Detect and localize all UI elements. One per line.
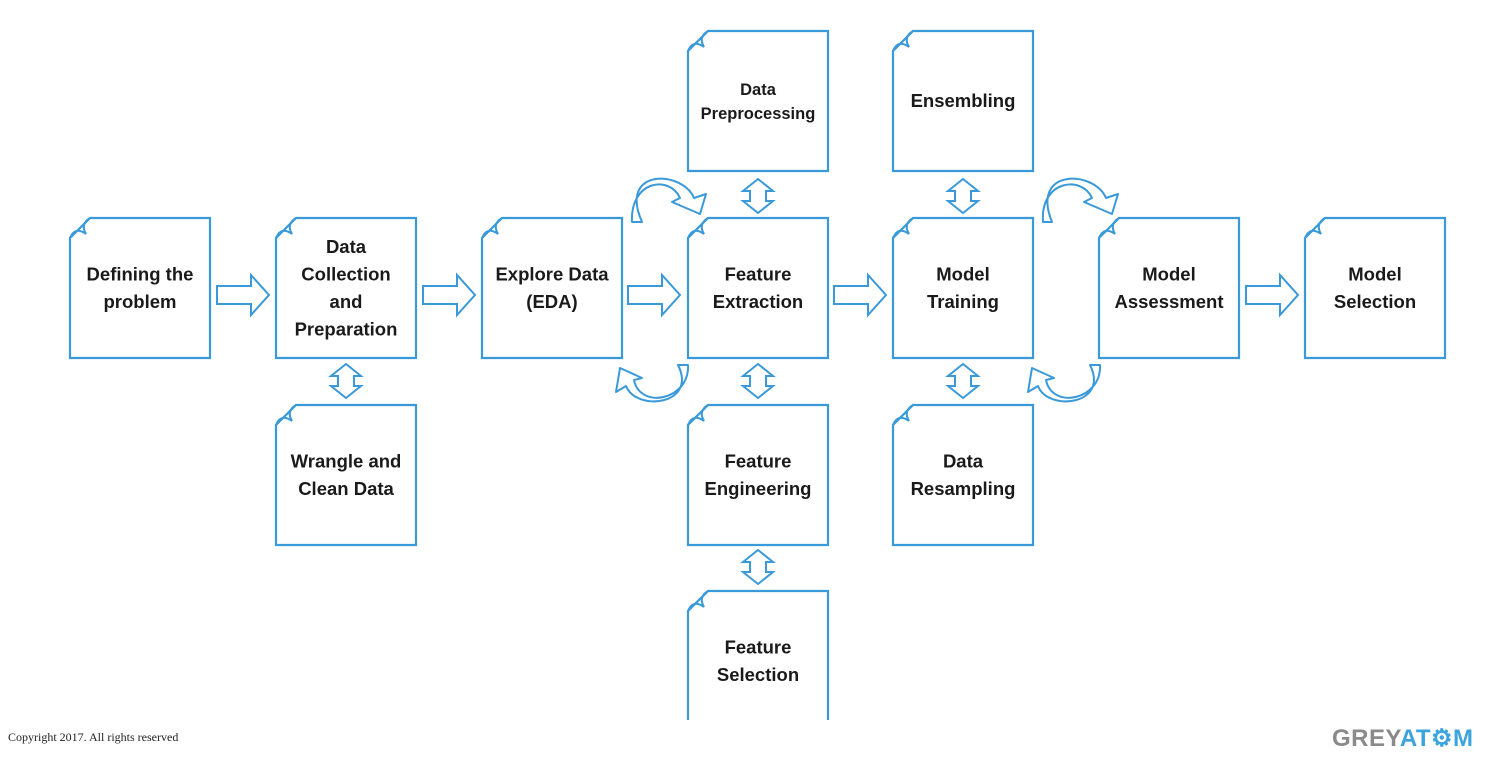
logo-part-at: AT bbox=[1399, 725, 1432, 752]
node-defining: Defining the problem bbox=[68, 216, 212, 360]
node-label-line: Feature bbox=[725, 263, 792, 284]
node-label-line: Data bbox=[326, 236, 367, 257]
right-arrow-icon bbox=[833, 272, 888, 318]
folded-corner-icon bbox=[892, 30, 914, 52]
node-label-line: Preparation bbox=[295, 318, 398, 339]
greyatom-logo: GREYAT⚙M bbox=[1332, 724, 1474, 753]
right-arrow-icon bbox=[216, 272, 271, 318]
node-label-line: Resampling bbox=[911, 478, 1016, 499]
logo-part-grey: GREY bbox=[1332, 725, 1400, 752]
copyright-text: Copyright 2017. All rights reserved bbox=[8, 730, 179, 744]
node-box bbox=[686, 589, 830, 720]
loop-arrow-icon bbox=[615, 364, 690, 403]
node-label-line: problem bbox=[104, 291, 177, 312]
node-box bbox=[1097, 216, 1241, 360]
right-arrow-icon bbox=[1245, 272, 1300, 318]
node-label-line: Ensembling bbox=[911, 90, 1016, 111]
double-arrow-icon bbox=[328, 362, 364, 400]
node-box bbox=[274, 403, 418, 547]
folded-corner-icon bbox=[687, 404, 709, 426]
node-box bbox=[480, 216, 624, 360]
node-label-line: Assessment bbox=[1114, 291, 1223, 312]
node-box bbox=[686, 216, 830, 360]
logo-part-m: M bbox=[1453, 725, 1474, 752]
node-label-line: Feature bbox=[725, 450, 792, 471]
right-arrow-icon bbox=[627, 272, 682, 318]
double-arrow-icon bbox=[945, 177, 981, 215]
folded-corner-icon bbox=[1098, 217, 1120, 239]
atom-icon: ⚙ bbox=[1431, 725, 1454, 752]
right-arrow-icon bbox=[422, 272, 477, 318]
node-label-line: Extraction bbox=[713, 291, 803, 312]
node-label-line: Wrangle and bbox=[291, 450, 402, 471]
node-label-line: Defining the bbox=[87, 263, 194, 284]
node-box bbox=[274, 216, 418, 360]
loop-arrow-icon bbox=[1041, 177, 1119, 223]
folded-corner-icon bbox=[69, 217, 91, 239]
loop-arrow-icon bbox=[630, 177, 707, 223]
folded-corner-icon bbox=[1304, 217, 1326, 239]
node-box bbox=[1303, 216, 1447, 360]
node-label-line: (EDA) bbox=[526, 291, 577, 312]
node-label-line: Model bbox=[936, 263, 989, 284]
node-label-line: Clean Data bbox=[298, 478, 394, 499]
node-ensembling: Ensembling bbox=[891, 29, 1035, 173]
folded-corner-icon bbox=[687, 217, 709, 239]
double-arrow-icon bbox=[740, 362, 776, 400]
folded-corner-icon bbox=[481, 217, 503, 239]
folded-corner-icon bbox=[275, 404, 297, 426]
folded-corner-icon bbox=[275, 217, 297, 239]
node-label-line: Collection bbox=[301, 263, 390, 284]
folded-corner-icon bbox=[892, 217, 914, 239]
double-arrow-icon bbox=[740, 548, 776, 586]
folded-corner-icon bbox=[687, 590, 709, 612]
node-label-line: Selection bbox=[1334, 291, 1416, 312]
node-label-line: Preprocessing bbox=[701, 105, 816, 123]
node-box bbox=[686, 29, 830, 173]
node-label-line: Model bbox=[1348, 263, 1401, 284]
node-label-line: Data bbox=[740, 81, 777, 99]
folded-corner-icon bbox=[687, 30, 709, 52]
connectors-layer bbox=[216, 177, 1300, 586]
node-box bbox=[891, 403, 1035, 547]
node-box bbox=[686, 403, 830, 547]
loop-arrow-icon bbox=[1027, 364, 1102, 403]
ml-workflow-diagram: Defining theproblemDataCollectionandPrep… bbox=[68, 29, 1447, 720]
node-box bbox=[68, 216, 212, 360]
nodes-layer: Defining theproblemDataCollectionandPrep… bbox=[68, 29, 1447, 720]
node-label-line: Explore Data bbox=[495, 263, 609, 284]
folded-corner-icon bbox=[892, 404, 914, 426]
double-arrow-icon bbox=[945, 362, 981, 400]
node-label-line: Data bbox=[943, 450, 984, 471]
node-label-line: and bbox=[330, 291, 363, 312]
node-label-line: Feature bbox=[725, 636, 792, 657]
node-explore: Explore Data (EDA) bbox=[480, 216, 624, 360]
node-label-line: Model bbox=[1142, 263, 1195, 284]
node-box bbox=[891, 29, 1035, 173]
node-label-line: Selection bbox=[717, 664, 799, 685]
node-box bbox=[891, 216, 1035, 360]
node-label-line: Engineering bbox=[705, 478, 812, 499]
node-label-line: Training bbox=[927, 291, 999, 312]
double-arrow-icon bbox=[740, 177, 776, 215]
